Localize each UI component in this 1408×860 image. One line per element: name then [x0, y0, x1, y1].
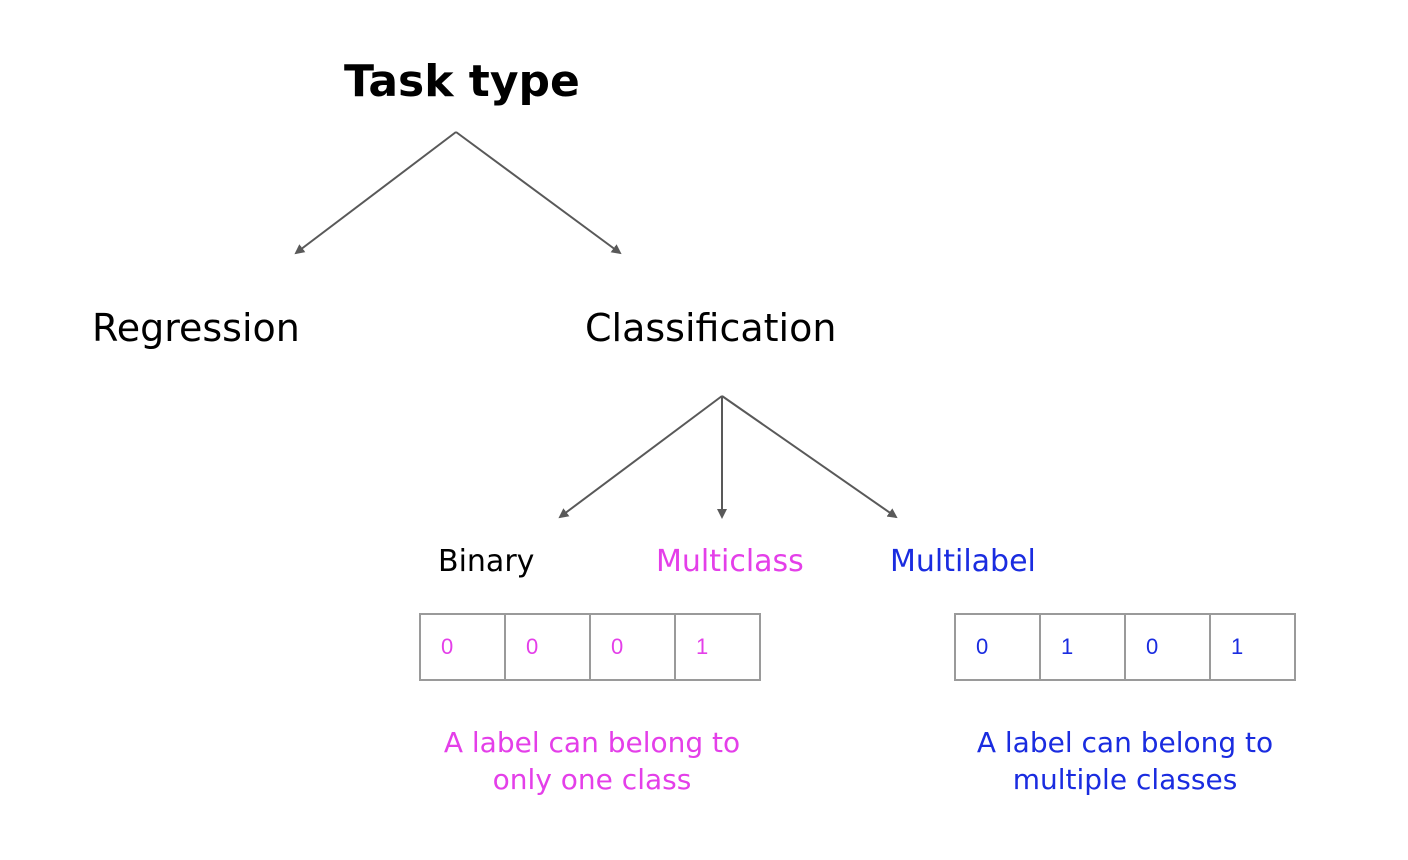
vector-cell: 0	[506, 613, 591, 681]
diagram-title: Task type	[344, 56, 580, 107]
note-single-class: A label can belong to only one class	[392, 724, 792, 798]
edge-classification-to-multilabel	[721, 395, 898, 519]
note-line: only one class	[492, 763, 692, 796]
vector-cell: 0	[421, 613, 506, 681]
node-multiclass: Multiclass	[656, 544, 804, 579]
vector-cell: 0	[956, 613, 1041, 681]
node-binary: Binary	[438, 544, 535, 579]
edge-classification-to-binary	[558, 395, 723, 519]
vector-cell: 1	[1041, 613, 1126, 681]
node-regression: Regression	[92, 306, 300, 350]
note-line: A label can belong to	[443, 726, 741, 759]
edge-task-to-regression	[294, 131, 457, 255]
label-vector-single: 0 0 0 1	[419, 613, 761, 681]
vector-cell: 0	[1126, 613, 1211, 681]
vector-cell: 0	[591, 613, 676, 681]
note-line: A label can belong to	[976, 726, 1274, 759]
node-multilabel: Multilabel	[890, 544, 1036, 579]
note-line: multiple classes	[1012, 763, 1238, 796]
label-vector-multi: 0 1 0 1	[954, 613, 1296, 681]
vector-cell: 1	[1211, 613, 1296, 681]
node-classification: Classification	[585, 306, 837, 350]
vector-cell: 1	[676, 613, 761, 681]
edge-task-to-classification	[455, 131, 622, 255]
note-multiple-classes: A label can belong to multiple classes	[925, 724, 1325, 798]
